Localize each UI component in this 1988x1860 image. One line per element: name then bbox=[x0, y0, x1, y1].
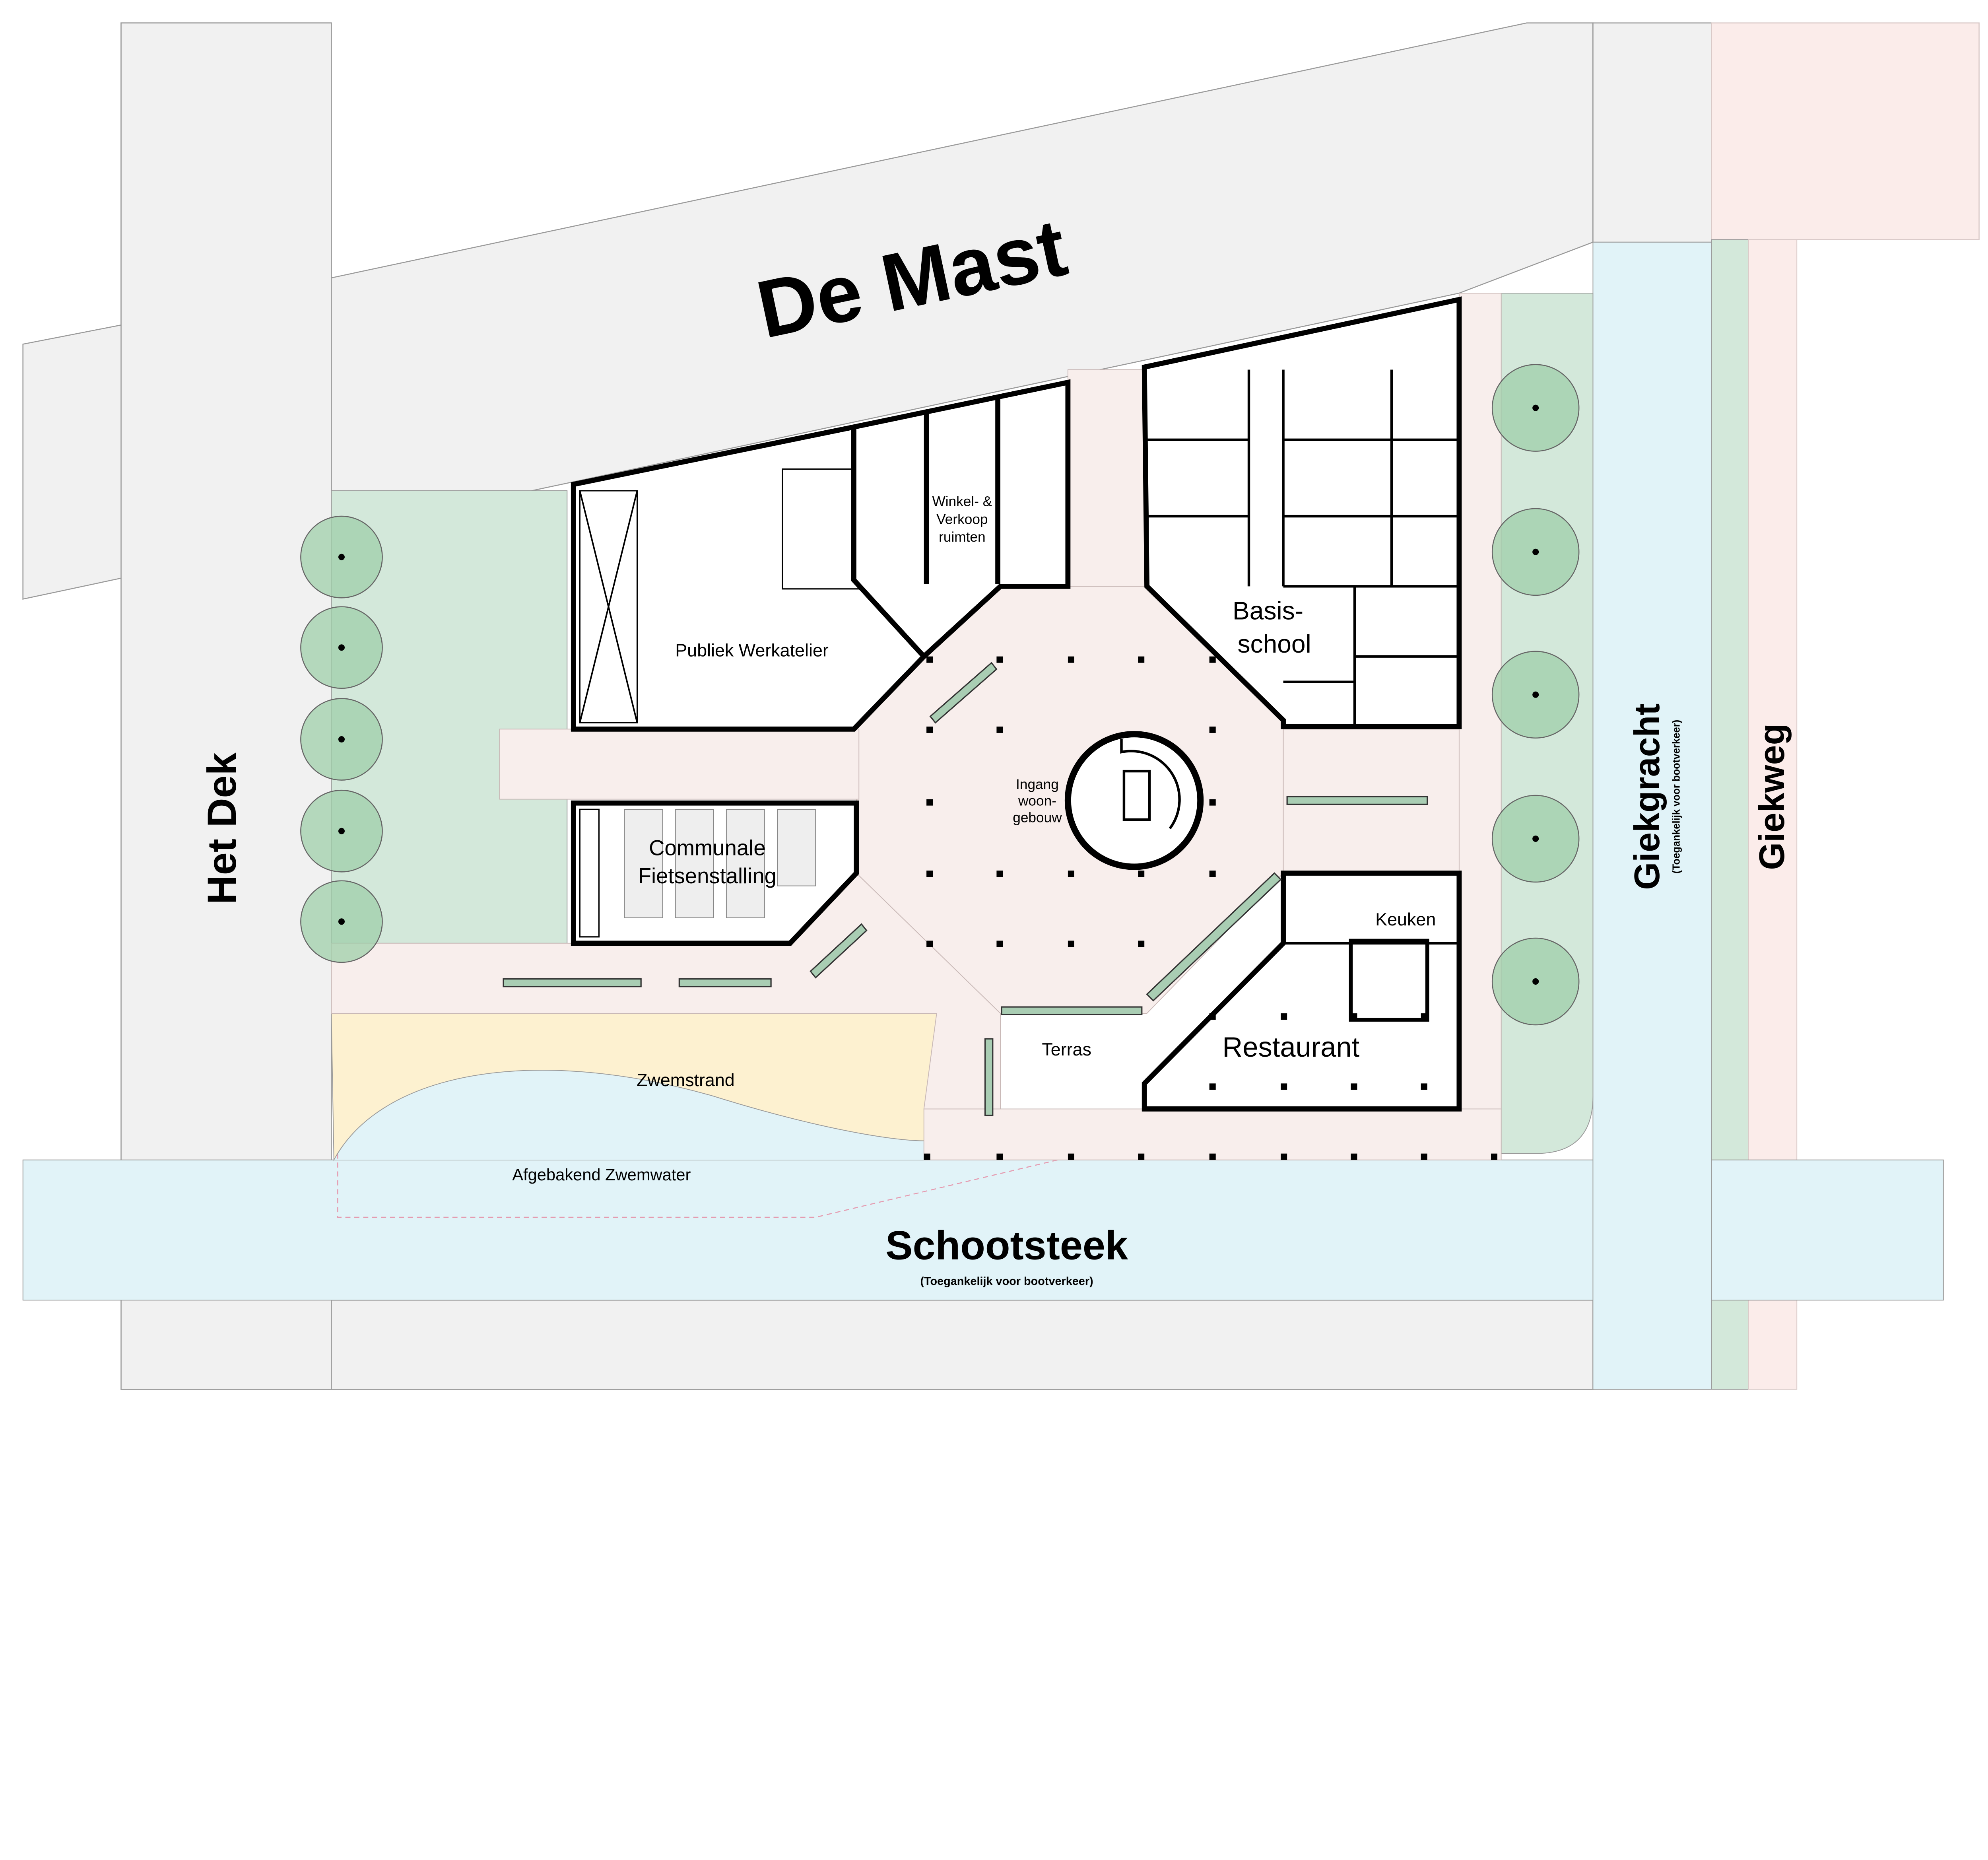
room-label-restaurant: Restaurant bbox=[1222, 1031, 1359, 1063]
entrance-line: Ingang bbox=[1016, 777, 1059, 792]
kitchen-core bbox=[1349, 939, 1429, 1022]
columns bbox=[924, 656, 1498, 1160]
tower-inner-wall bbox=[1120, 739, 1181, 830]
room-label-kitchen: Keuken bbox=[1375, 909, 1436, 929]
room-label-shops: Winkel- & Verkoop ruimten bbox=[932, 494, 992, 545]
swim-water bbox=[334, 1070, 924, 1160]
elevator bbox=[1122, 770, 1151, 821]
site-floor-plan: De Mast Het Dek Schootsteek (Toegankelij… bbox=[22, 22, 1980, 1390]
school-line: school bbox=[1237, 630, 1311, 658]
void-cross bbox=[579, 490, 638, 723]
street-label-het-dek: Het Dek bbox=[199, 752, 245, 904]
school-line: Basis- bbox=[1233, 597, 1303, 625]
canal-giekgracht bbox=[1592, 242, 1712, 1390]
room-label-workshop: Publiek Werkatelier bbox=[675, 640, 829, 661]
bikes-line: Communale bbox=[649, 836, 766, 860]
street-note-schootsteek: (Toegankelijk voor bootverkeer) bbox=[920, 1275, 1093, 1288]
street-note-giekgracht: (Toegankelijk voor bootverkeer) bbox=[1671, 720, 1682, 874]
school-classroom-walls bbox=[1144, 369, 1459, 727]
shops-line: Winkel- & bbox=[932, 494, 992, 509]
entrance-line: gebouw bbox=[1013, 810, 1062, 825]
bike-storage-void bbox=[579, 809, 600, 938]
road-giekweg-top bbox=[1711, 22, 1980, 240]
beach-zwemstrand bbox=[331, 1013, 937, 1162]
shops-line: Verkoop bbox=[936, 511, 988, 527]
path-north bbox=[1067, 369, 1145, 587]
roads bbox=[22, 22, 1980, 1390]
path-west bbox=[499, 729, 860, 800]
street-note-giekgracht-wrap: (Toegankelijk voor bootverkeer) bbox=[1671, 720, 1682, 874]
street-label-giekgracht: Giekgracht bbox=[1627, 704, 1667, 890]
shops-line: ruimten bbox=[939, 529, 986, 545]
street-label-giekgracht-wrap: Giekgracht bbox=[1627, 704, 1667, 890]
room-label-school: Basis- school bbox=[1233, 597, 1311, 658]
tree-trunks bbox=[338, 404, 1539, 985]
room-label-entrance: Ingang woon- gebouw bbox=[1013, 777, 1062, 825]
road-south bbox=[331, 1299, 1594, 1390]
building-school bbox=[1142, 296, 1462, 729]
street-label-schootsteek: Schootsteek bbox=[885, 1223, 1128, 1268]
building-shops bbox=[851, 379, 1071, 660]
building-restaurant bbox=[1142, 871, 1462, 1112]
street-label-giekweg-wrap: Giekweg bbox=[1752, 723, 1792, 870]
area-label-swim-water: Afgebakend Zwemwater bbox=[512, 1165, 691, 1184]
room-label-terrace: Terras bbox=[1042, 1039, 1091, 1059]
area-label-beach: Zwemstrand bbox=[637, 1070, 735, 1090]
entrance-line: woon- bbox=[1018, 793, 1056, 809]
water bbox=[22, 242, 1944, 1390]
planters bbox=[503, 662, 1428, 1116]
bike-racks bbox=[624, 809, 816, 918]
road-north-east bbox=[1592, 22, 1712, 243]
quay-south bbox=[923, 1108, 1502, 1160]
bikes-line: Fietsenstalling bbox=[638, 864, 777, 888]
street-label-giekweg: Giekweg bbox=[1752, 723, 1792, 870]
room-label-bike-storage: Communale Fietsenstalling bbox=[638, 836, 777, 888]
buildings bbox=[571, 296, 1462, 1112]
